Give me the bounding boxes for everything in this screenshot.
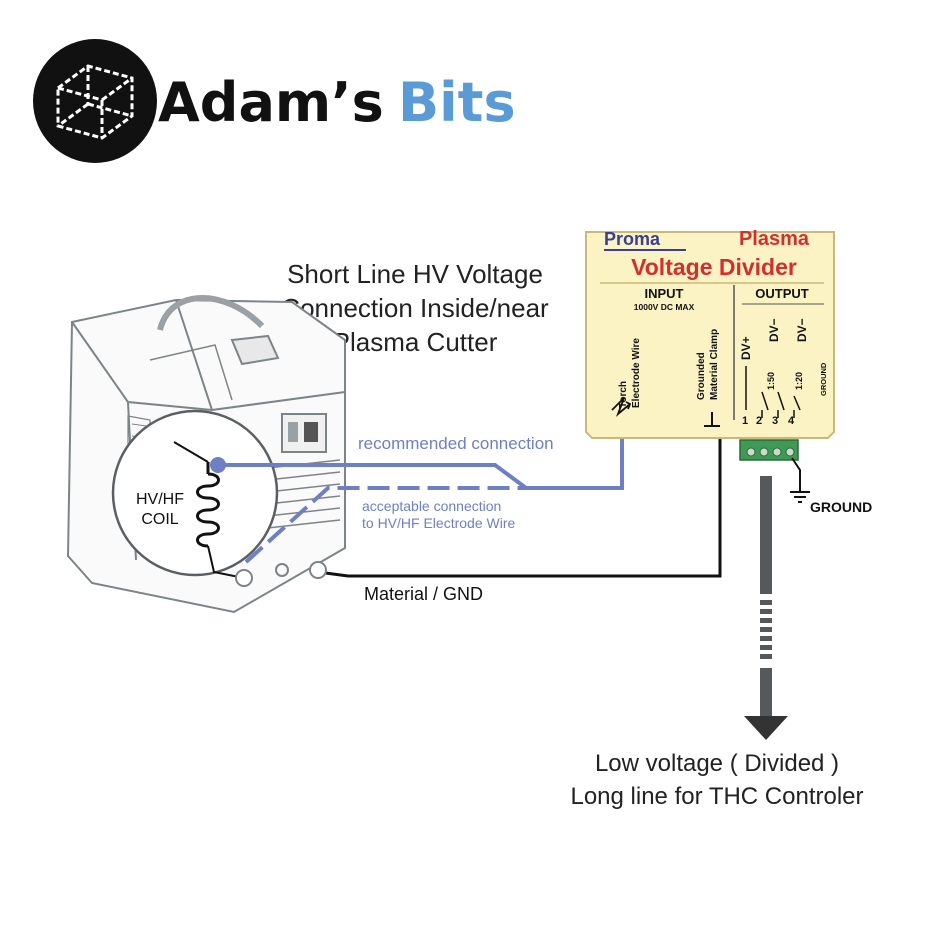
acceptable-connection-label-2: to HV/HF Electrode Wire bbox=[362, 515, 515, 531]
torch-label-2: Electrode Wire bbox=[631, 338, 642, 408]
coil-label-line-2: COIL bbox=[141, 511, 178, 528]
brand-name-accent: Bits bbox=[398, 71, 516, 134]
ground-label: GROUND bbox=[810, 499, 872, 515]
input-rating: 1000V DC MAX bbox=[634, 302, 695, 312]
terminal-4-ratio: GROUND bbox=[819, 362, 828, 396]
terminal-block bbox=[739, 439, 799, 461]
material-ground-wire bbox=[317, 414, 722, 578]
acceptable-connection-wire bbox=[244, 486, 618, 564]
input-header: INPUT bbox=[645, 286, 684, 301]
lightning-icon bbox=[611, 397, 632, 417]
clamp-label-2: Material Clamp bbox=[709, 329, 720, 400]
divider-title-line-1: Plasma bbox=[739, 228, 810, 250]
recommended-connection-label: recommended connection bbox=[358, 434, 554, 453]
output-header: OUTPUT bbox=[755, 286, 809, 301]
coil-label-line-1: HV/HF bbox=[136, 491, 184, 508]
ground-symbol-icon bbox=[704, 412, 720, 427]
terminal-2-number: 2 bbox=[756, 415, 762, 427]
coil-detail-circle bbox=[111, 409, 279, 577]
terminal-3-number: 3 bbox=[772, 415, 778, 427]
coil-label: HV/HF COIL bbox=[136, 491, 184, 528]
acceptable-connection-label-1: acceptable connection bbox=[362, 498, 501, 514]
terminal-3-pin: DV− bbox=[795, 318, 809, 342]
terminal-1-pin: DV+ bbox=[739, 336, 753, 360]
material-gnd-label: Material / GND bbox=[364, 584, 483, 604]
output-label-line-2: Long line for THC Controler bbox=[570, 783, 863, 810]
torch-label-1: Torch bbox=[618, 381, 629, 408]
work-terminal bbox=[309, 561, 327, 579]
coil-icon bbox=[173, 441, 245, 579]
switch-symbols bbox=[745, 366, 801, 418]
logo-circle bbox=[33, 39, 157, 163]
heading-line-3: Plasma Cutter bbox=[333, 327, 498, 357]
divider-title-line-2: Voltage Divider bbox=[631, 254, 797, 280]
terminal-1-number: 1 bbox=[742, 415, 748, 427]
diagram-heading: Short Line HV Voltage Connection Inside/… bbox=[281, 259, 549, 357]
heading-line-2: Connection Inside/near bbox=[281, 293, 549, 323]
voltage-divider-box: Proma Plasma Voltage Divider INPUT 1000V… bbox=[585, 228, 835, 439]
output-label-line-1: Low voltage ( Divided ) bbox=[595, 750, 839, 777]
connection-node bbox=[210, 457, 226, 473]
terminal-2-ratio: 1:50 bbox=[766, 372, 776, 390]
earth-ground-icon bbox=[790, 457, 810, 503]
divider-brand: Proma bbox=[604, 229, 661, 249]
torch-terminal bbox=[235, 569, 253, 587]
terminal-4-number: 4 bbox=[788, 415, 795, 427]
terminal-2-pin: DV− bbox=[767, 318, 781, 342]
arrow-down-icon bbox=[744, 716, 788, 740]
output-cable bbox=[760, 476, 772, 720]
brand-logo bbox=[33, 39, 157, 163]
terminal-3-ratio: 1:20 bbox=[794, 372, 804, 390]
heading-line-1: Short Line HV Voltage bbox=[287, 259, 543, 289]
brand-name-primary: Adam’s bbox=[158, 71, 384, 134]
output-label: Low voltage ( Divided ) Long line for TH… bbox=[570, 750, 863, 810]
wireframe-cube-icon bbox=[56, 64, 134, 140]
clamp-label-1: Grounded bbox=[696, 352, 707, 400]
